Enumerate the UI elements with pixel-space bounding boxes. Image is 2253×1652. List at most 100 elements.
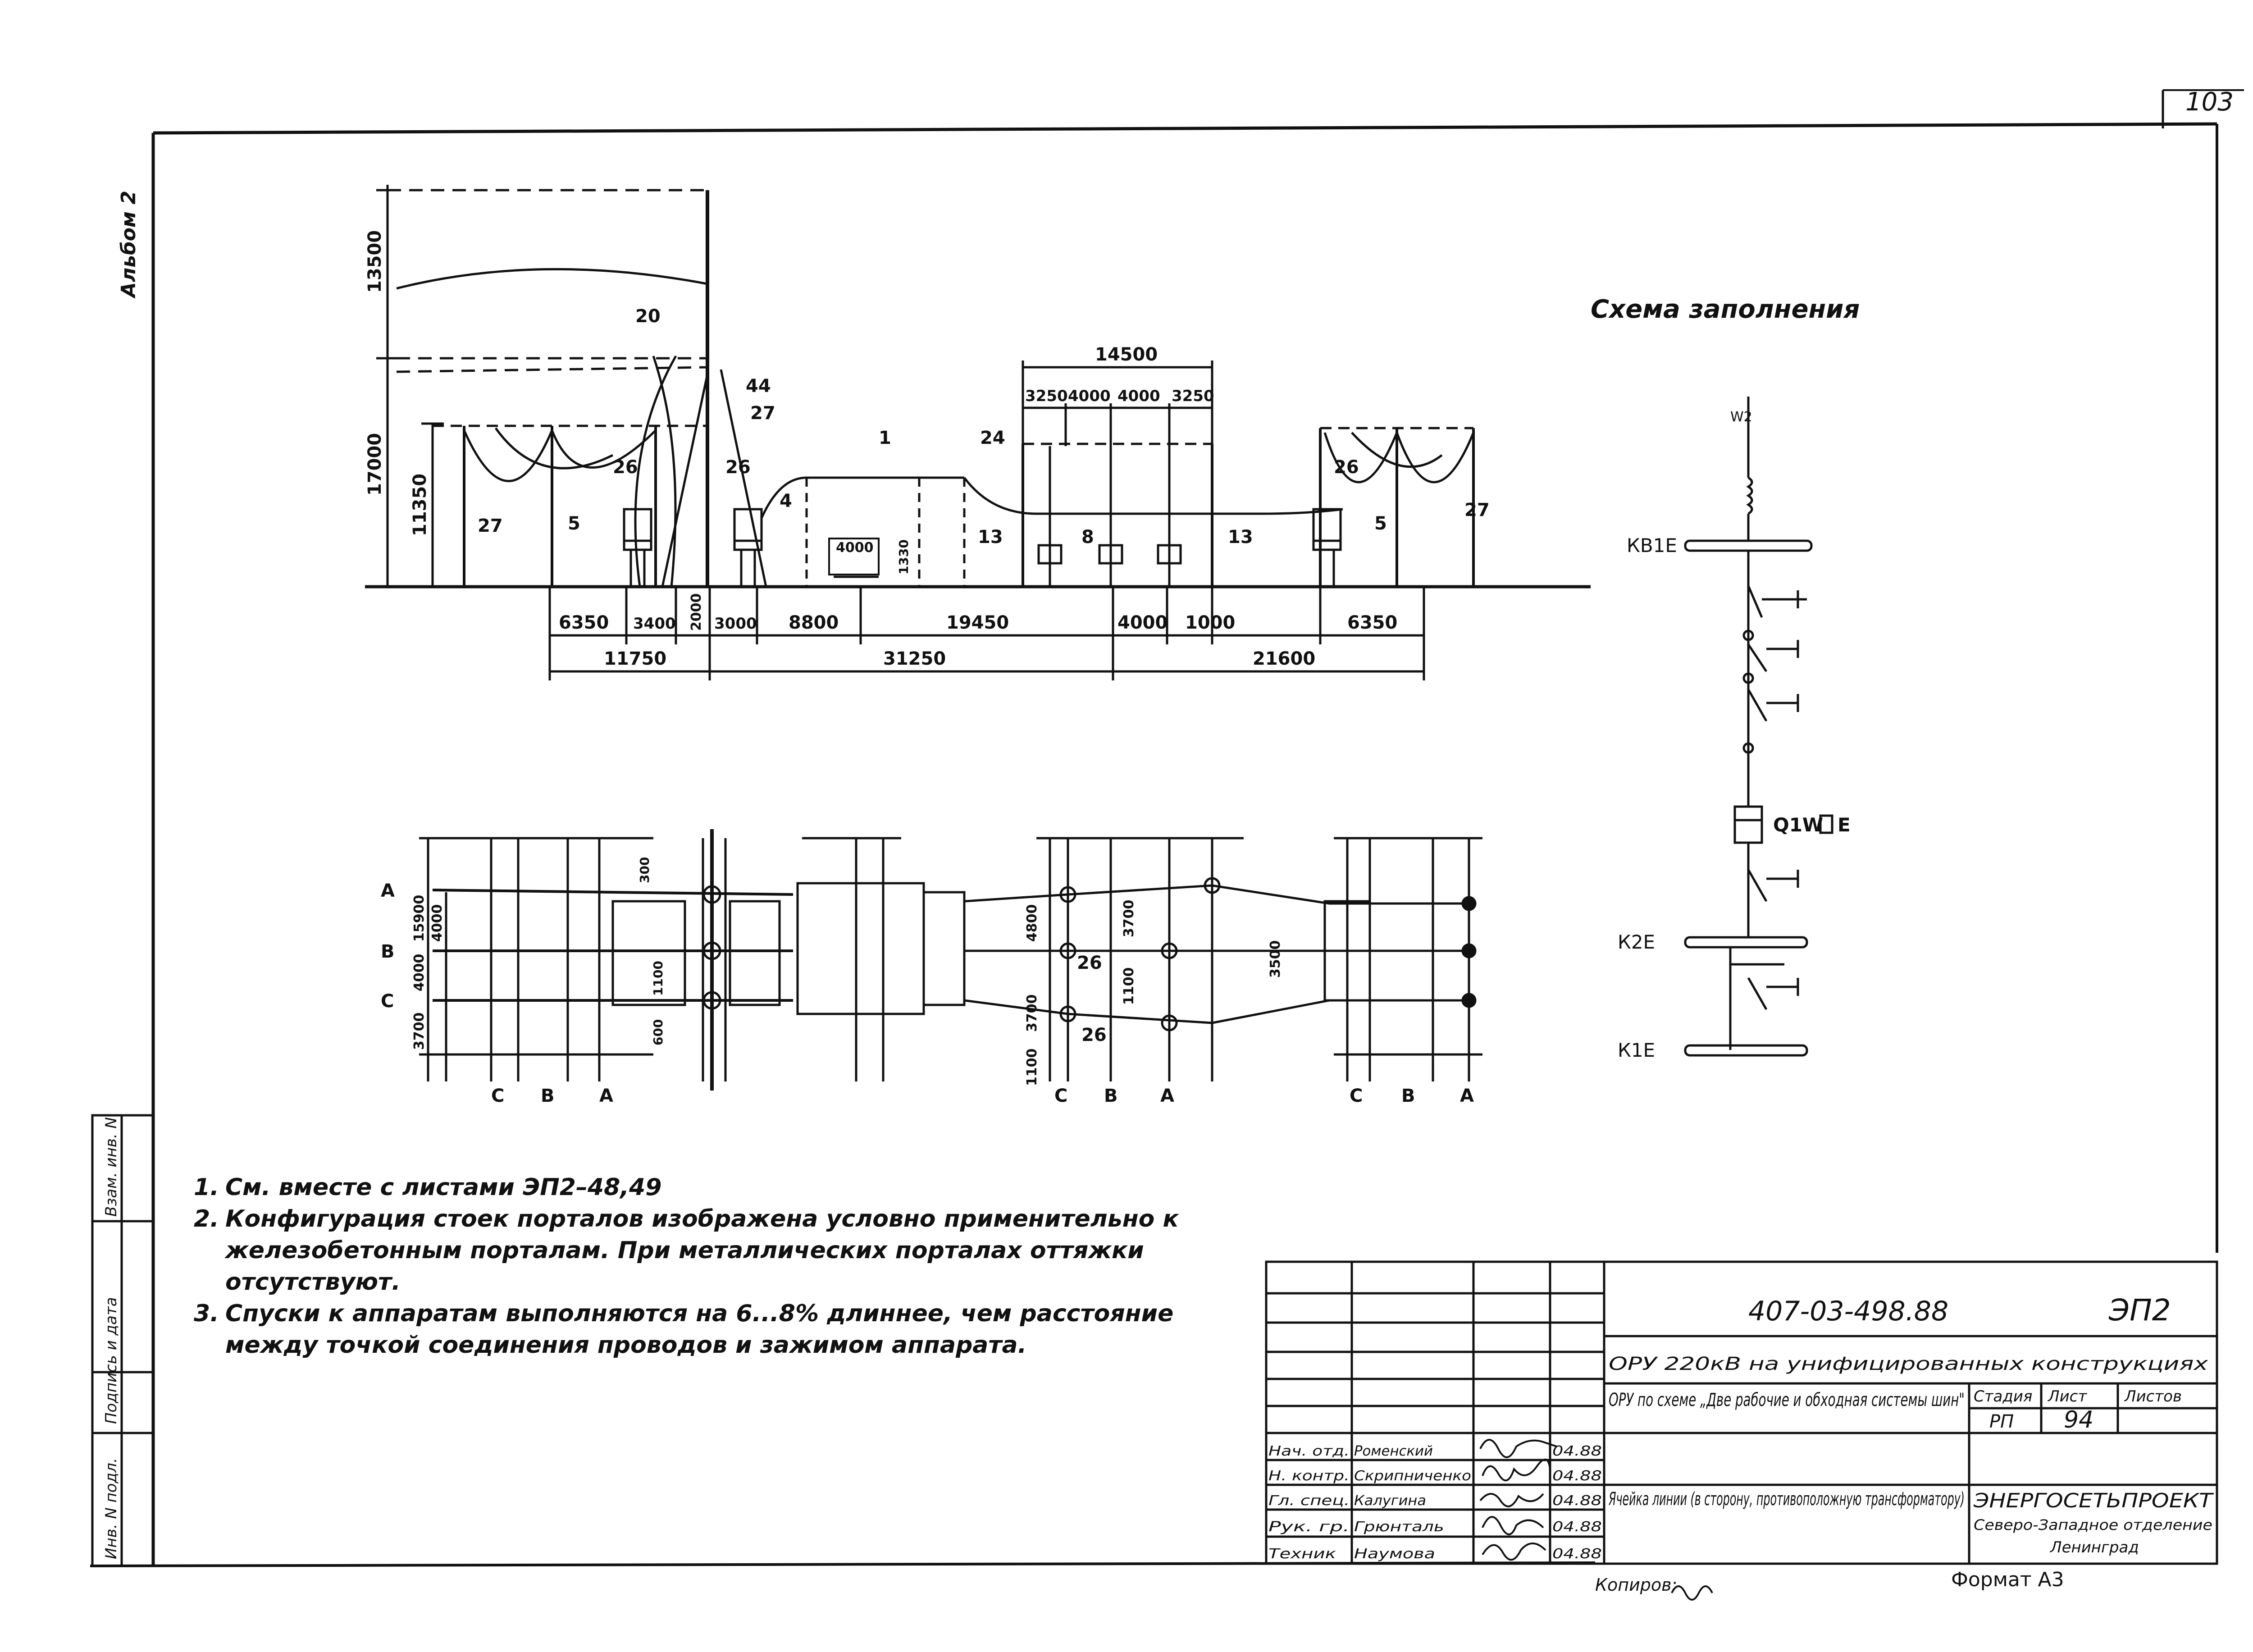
- sheet-code: ЭП2: [2108, 1293, 2171, 1328]
- plan-dim-4800: 4800: [1024, 904, 1040, 942]
- title-line-2: ОРУ по схеме „Две рабочие и обходная сис…: [1609, 1390, 1965, 1410]
- dim-3250-left: 3250: [1025, 387, 1068, 405]
- name-1: Скрипниченко: [1354, 1468, 1471, 1484]
- title-line-1: ОРУ 220кВ на унифицированных конструкция…: [1609, 1354, 2208, 1374]
- callout-24: 24: [980, 428, 1005, 448]
- scheme-labels: W2 КВ1Е Q1W Е К2Е К1Е: [1618, 409, 1851, 1061]
- callout-26-mid: 26: [725, 457, 751, 478]
- plan-dim-600: 600: [651, 1019, 666, 1045]
- dim-13500: 13500: [365, 230, 385, 293]
- dim-31250: 31250: [883, 648, 946, 669]
- note-number: 3.: [194, 1300, 219, 1327]
- scheme-w2: W2: [1730, 409, 1752, 425]
- plan-group3-c: С: [1350, 1086, 1363, 1106]
- scheme-title: Схема заполнения: [1591, 295, 1860, 324]
- dim-road-4000: 4000: [836, 540, 874, 556]
- scheme-q1w-suffix: Е: [1838, 814, 1851, 836]
- dim-21600: 21600: [1253, 648, 1315, 669]
- callout-1: 1: [879, 428, 891, 448]
- single-line-scheme: [1684, 397, 1813, 1057]
- callout-5-right: 5: [1374, 513, 1387, 534]
- dim-8800: 8800: [789, 612, 839, 633]
- callout-13-right: 13: [1228, 527, 1253, 548]
- note-item: 1. См. вместе с листами ЭП2–48,49: [194, 1172, 1185, 1203]
- title-line-3: Ячейка линии (в сторону, противоположную…: [1608, 1489, 1965, 1510]
- note-number: 2.: [194, 1205, 219, 1232]
- scheme-k2e: К2Е: [1618, 931, 1655, 953]
- footer-format: Формат А3: [1951, 1568, 2064, 1591]
- date-2: 04.88: [1552, 1493, 1602, 1509]
- title-block-text: 407-03-498.88 ЭП2 ОРУ 220кВ на унифициро…: [1608, 1293, 2214, 1556]
- org-branch: Северо-Западное отделение: [1974, 1516, 2212, 1533]
- name-2: Калугина: [1354, 1493, 1426, 1509]
- approval-rows: Нач. отд. Роменский 04.88 Н. контр. Скри…: [1268, 1443, 1602, 1562]
- dim-road-1330: 1330: [896, 539, 911, 575]
- org-city: Ленинград: [2049, 1538, 2139, 1556]
- dim-3250-right: 3250: [1172, 387, 1214, 405]
- role-0: Нач. отд.: [1268, 1443, 1350, 1459]
- dim-4000-bottom: 4000: [1117, 612, 1168, 633]
- role-1: Н. контр.: [1268, 1468, 1350, 1484]
- notes-block: 1. См. вместе с листами ЭП2–48,49 2. Кон…: [194, 1172, 1185, 1361]
- strip-field-sign: Подпись и дата: [102, 1297, 120, 1424]
- scheme-k1e: К1Е: [1618, 1039, 1655, 1061]
- dim-17000: 17000: [365, 433, 385, 496]
- note-text: См. вместе с листами ЭП2–48,49: [225, 1174, 662, 1201]
- note-number: 1.: [194, 1174, 219, 1201]
- dim-4000-b: 4000: [1117, 387, 1160, 405]
- name-0: Роменский: [1354, 1443, 1433, 1459]
- callout-27-left: 27: [478, 516, 503, 536]
- plan-dim-1100-b: 1100: [1024, 1049, 1040, 1086]
- name-3: Грюнталь: [1354, 1519, 1444, 1535]
- plan-group1-b: В: [541, 1086, 555, 1106]
- strip-field-repl: Взам. инв. N: [102, 1117, 120, 1217]
- scheme-kb1e: КВ1Е: [1627, 534, 1677, 557]
- phase-b-left: В: [381, 941, 395, 962]
- doc-code: 407-03-498.88: [1748, 1296, 1948, 1327]
- plan-dim-1100-a: 1100: [1121, 967, 1137, 1005]
- plan-callout-26-a: 26: [1077, 953, 1102, 973]
- plan-callout-26-b: 26: [1081, 1025, 1107, 1045]
- sheets-header: Листов: [2124, 1387, 2182, 1406]
- dim-2000: 2000: [689, 593, 704, 631]
- callout-44: 44: [746, 376, 771, 397]
- plan-group3-a: А: [1460, 1086, 1474, 1106]
- sheet-header: Лист: [2047, 1387, 2087, 1406]
- callout-5-left: 5: [568, 513, 580, 534]
- footer-copied: Копиров:: [1595, 1575, 1677, 1595]
- strip-field-inv: Инв. N подл.: [102, 1458, 120, 1559]
- note-item: 2. Конфигурация стоек порталов изображен…: [194, 1203, 1185, 1298]
- date-4: 04.88: [1552, 1546, 1602, 1562]
- dim-1000: 1000: [1185, 612, 1235, 633]
- callout-20: 20: [635, 306, 661, 327]
- role-3: Рук. гр.: [1268, 1519, 1350, 1535]
- plan-group1-c: С: [491, 1086, 504, 1106]
- callout-26-right: 26: [1334, 457, 1359, 478]
- phase-a-left: А: [381, 881, 395, 901]
- dim-19450: 19450: [946, 612, 1009, 633]
- scheme-q1w: Q1W: [1773, 814, 1823, 836]
- callout-27-right: 27: [1464, 500, 1490, 520]
- dim-11350: 11350: [410, 474, 430, 536]
- date-0: 04.88: [1552, 1443, 1602, 1459]
- callout-13-left: 13: [978, 527, 1003, 548]
- svg-text:Альбом 2: Альбом 2: [117, 191, 140, 299]
- plan-dim-3700-left: 3700: [411, 1013, 427, 1050]
- plan-dim-15900: 15900: [411, 895, 427, 942]
- callout-8: 8: [1081, 527, 1094, 548]
- name-4: Наумова: [1354, 1546, 1435, 1562]
- scheme-q1w-box: [1819, 814, 1833, 834]
- date-1: 04.88: [1552, 1468, 1602, 1484]
- plan-dim-3700-b: 3700: [1024, 995, 1040, 1032]
- role-4: Техник: [1268, 1546, 1336, 1562]
- dim-4000-a: 4000: [1068, 387, 1111, 405]
- dim-3400: 3400: [633, 615, 676, 633]
- album-label: Альбом 2: [117, 191, 140, 299]
- dim-6350-right: 6350: [1347, 612, 1397, 633]
- dim-14500: 14500: [1095, 344, 1158, 365]
- plan-view: [419, 829, 1482, 1091]
- callout-4: 4: [780, 491, 792, 511]
- plan-group1-a: А: [599, 1086, 613, 1106]
- plan-dim-4000-b: 4000: [411, 954, 427, 992]
